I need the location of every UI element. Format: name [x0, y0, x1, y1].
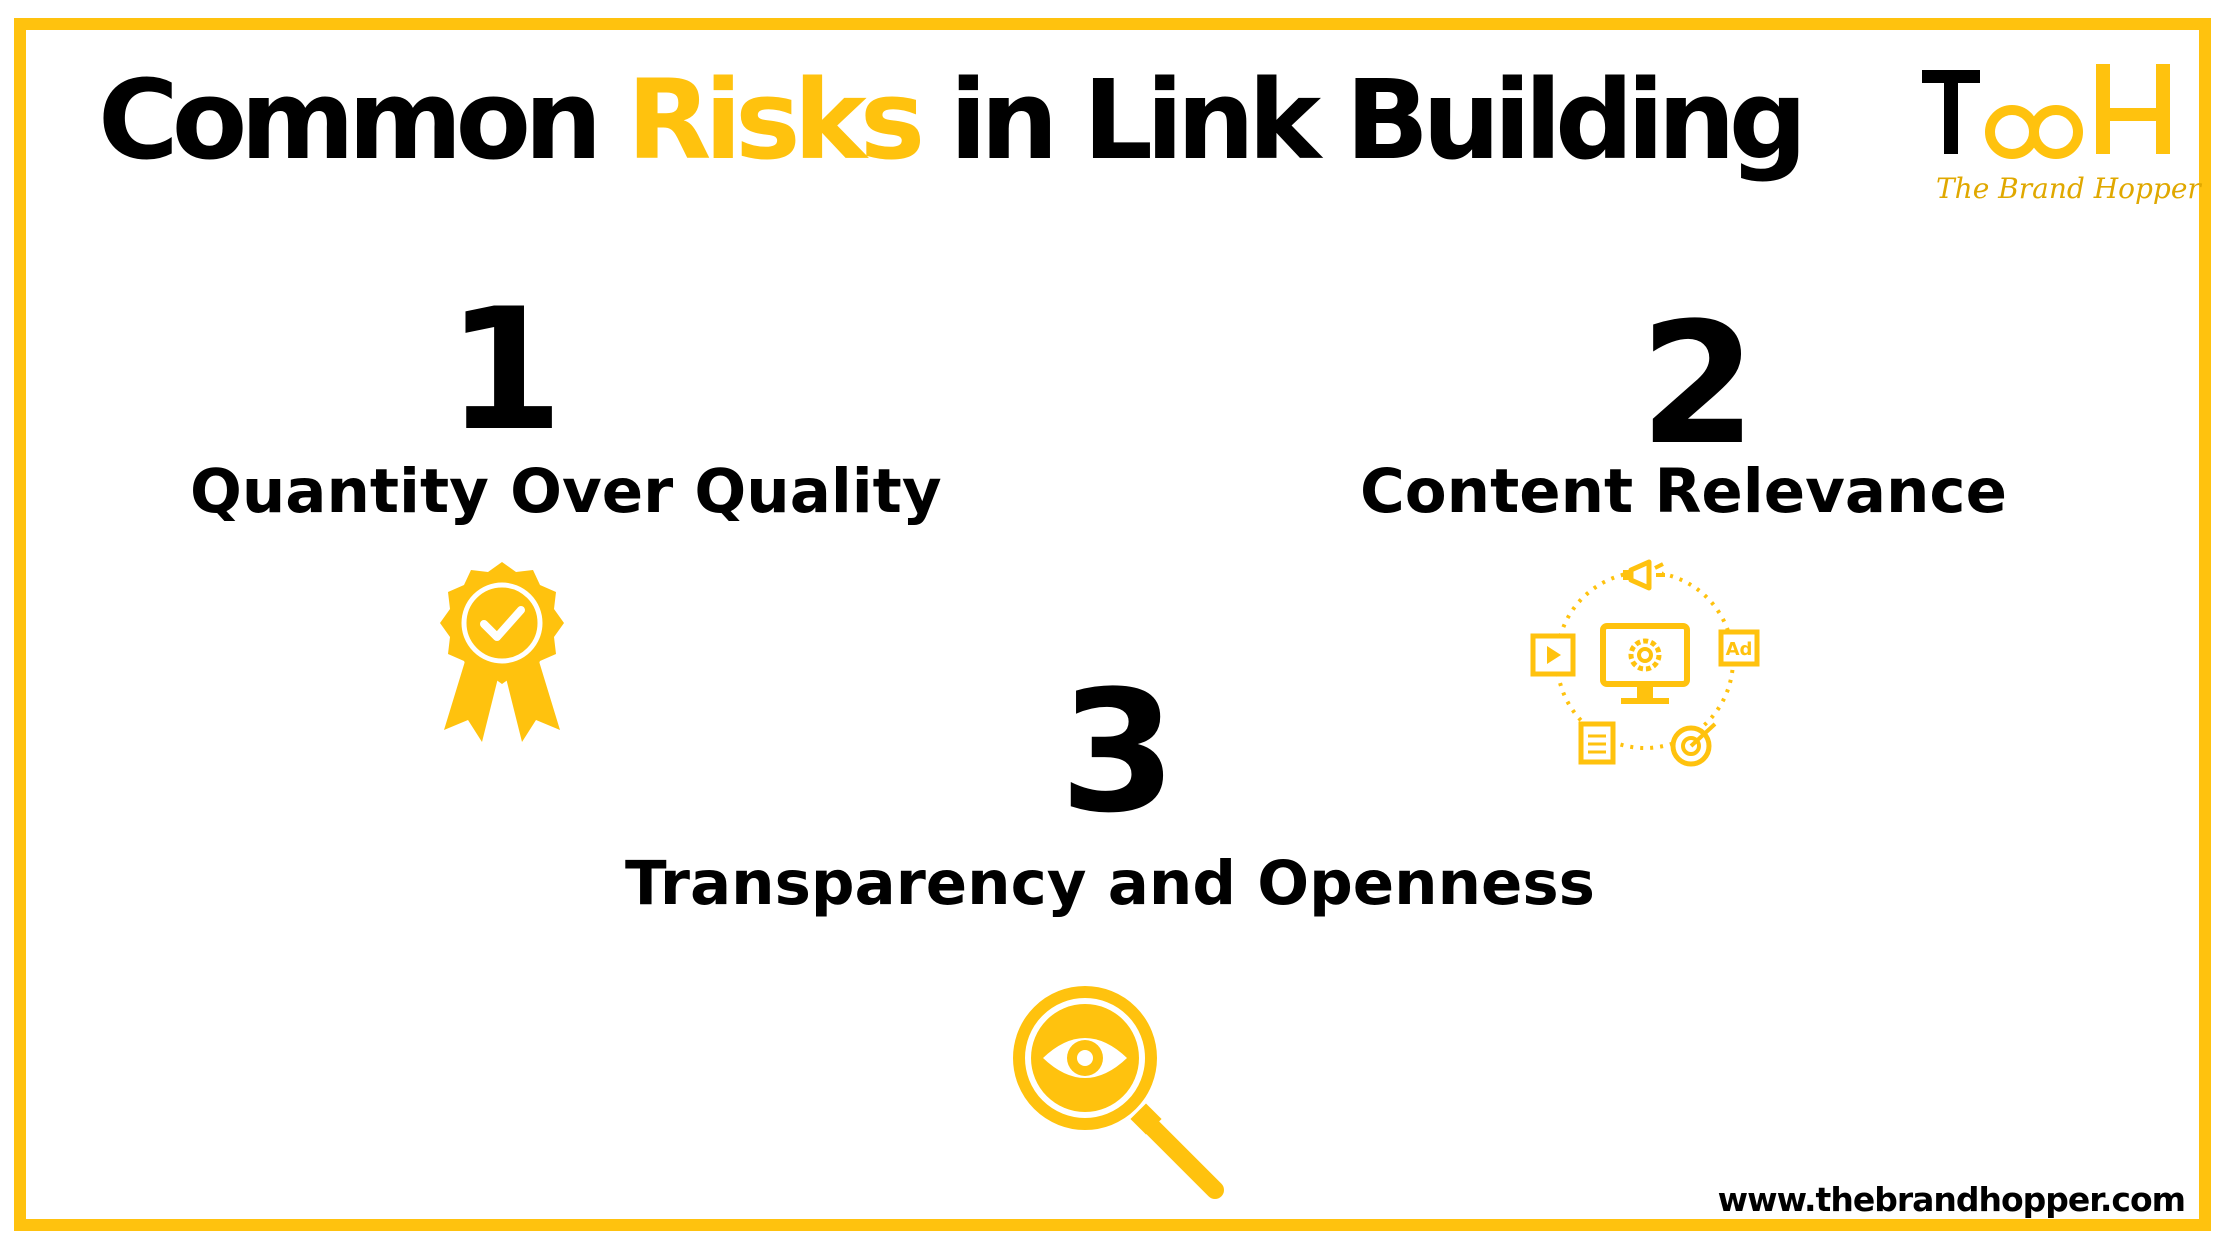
svg-text:2: 2 [1640, 314, 1757, 456]
award-ribbon-checkmark-icon [440, 562, 564, 742]
logo-infinity-mark [1985, 105, 2083, 159]
content-marketing-cycle-icon: Ad [1530, 559, 1760, 767]
website-url: www.thebrandhopper.com [1717, 1180, 2186, 1219]
number-1: 1 [447, 300, 564, 442]
item-1-label: Quantity Over Quality [190, 456, 942, 527]
page-frame [14, 18, 2211, 1231]
magnifier-eye-icon [1013, 986, 1224, 1199]
logo-tagline: The Brand Hopper [1936, 172, 2201, 205]
item-3-label: Transparency and Openness [625, 848, 1595, 919]
svg-text:Ad: Ad [1726, 639, 1753, 660]
svg-text:1: 1 [447, 300, 564, 442]
number-3: 3 [1060, 682, 1177, 824]
title-highlight: Risks [626, 56, 926, 184]
brand-logo [1922, 64, 2170, 159]
item-2-label: Content Relevance [1360, 456, 2007, 527]
title-prefix: Common [98, 56, 627, 184]
page-title: Common Risks in Link Building [98, 54, 1808, 186]
logo-letter-h [2096, 64, 2170, 154]
logo-letter-t [1922, 70, 1980, 154]
number-2: 2 [1640, 314, 1757, 456]
svg-text:3: 3 [1060, 682, 1177, 824]
title-suffix: in Link Building [918, 56, 1808, 184]
